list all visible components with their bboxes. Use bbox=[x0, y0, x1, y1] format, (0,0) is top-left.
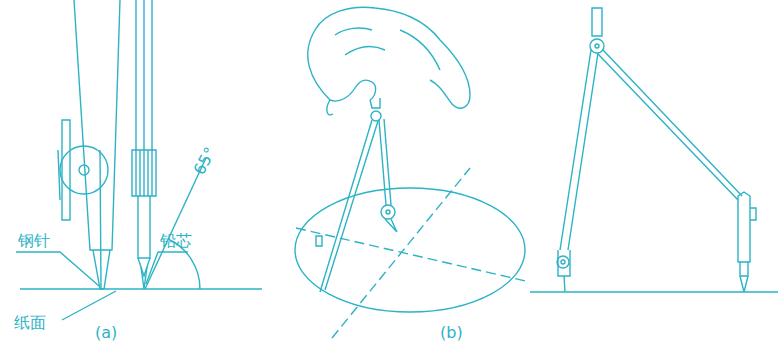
part-label: 纸面 bbox=[14, 314, 46, 332]
figure-label: (b) bbox=[440, 324, 463, 342]
figure-label: (a) bbox=[95, 324, 117, 342]
part-label: 铅芯 bbox=[160, 232, 192, 250]
part-label: 钢针 bbox=[18, 232, 50, 250]
angle-label: 65° bbox=[190, 144, 219, 177]
